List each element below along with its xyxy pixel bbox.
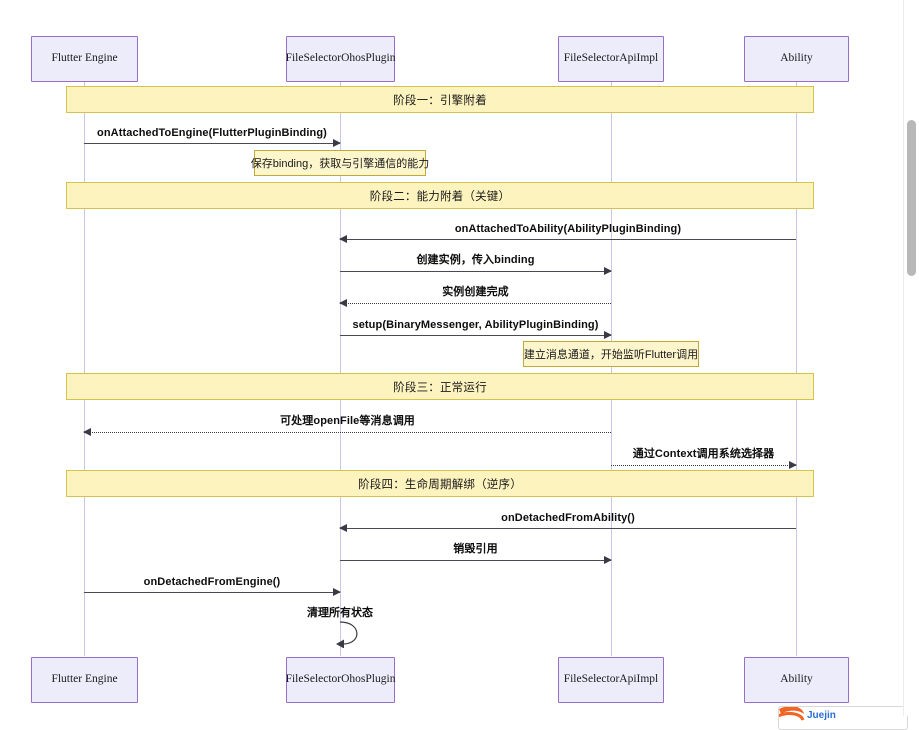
message-line <box>340 239 796 240</box>
note-n1: 保存binding，获取与引擎通信的能力 <box>250 150 430 176</box>
actor-label-engine: Flutter Engine <box>51 52 118 65</box>
lifeline-ability <box>796 82 797 656</box>
arrowhead-right-icon <box>333 587 341 596</box>
arrowhead-right-icon <box>604 330 612 339</box>
message-line <box>340 271 611 272</box>
actor-top-apiimpl[interactable]: FileSelectorApiImpl <box>558 36 664 82</box>
message-line <box>340 560 611 561</box>
message-line <box>84 592 340 593</box>
note-n2: 建立消息通道，开始监听Flutter调用 <box>523 341 699 367</box>
message-line <box>340 528 796 529</box>
message-line <box>84 432 611 433</box>
message-label: onDetachedFromEngine() <box>143 576 281 588</box>
arrowhead-left-icon <box>339 523 347 532</box>
lifeline-plugin <box>340 82 341 656</box>
actor-label-engine: Flutter Engine <box>51 673 118 686</box>
phase-label-4: 阶段四：生命周期解绑（逆序） <box>358 478 522 491</box>
lifeline-apiimpl <box>611 82 612 656</box>
actor-bottom-engine[interactable]: Flutter Engine <box>31 657 138 703</box>
actor-label-plugin: FileSelectorOhosPlugin <box>285 52 396 65</box>
message-label: onAttachedToEngine(FlutterPluginBinding) <box>97 127 327 139</box>
actor-top-plugin[interactable]: FileSelectorOhosPlugin <box>286 36 395 82</box>
self-message-s1[interactable]: 清理所有状态 <box>290 604 390 648</box>
watermark-logo-icon <box>779 707 805 721</box>
vertical-scrollbar-thumb[interactable] <box>907 120 916 276</box>
actor-label-ability: Ability <box>780 673 813 686</box>
message-line <box>340 303 611 304</box>
message-label: 实例创建完成 <box>442 286 509 298</box>
arrowhead-right-icon <box>604 555 612 564</box>
message-line <box>84 143 340 144</box>
phase-bar-1: 阶段一：引擎附着 <box>66 86 814 113</box>
message-label: onDetachedFromAbility() <box>501 512 635 524</box>
phase-label-1: 阶段一：引擎附着 <box>393 94 487 107</box>
phase-bar-2: 阶段二：能力附着（关键） <box>66 182 814 209</box>
message-line <box>340 335 611 336</box>
arrowhead-left-icon <box>339 234 347 243</box>
arrowhead-left-icon <box>339 298 347 307</box>
actor-bottom-apiimpl[interactable]: FileSelectorApiImpl <box>558 657 664 703</box>
phase-bar-4: 阶段四：生命周期解绑（逆序） <box>66 470 814 497</box>
arrowhead-right-icon <box>333 138 341 147</box>
actor-label-apiimpl: FileSelectorApiImpl <box>563 673 659 686</box>
actor-label-apiimpl: FileSelectorApiImpl <box>563 52 659 65</box>
watermark-badge: Juejin <box>778 706 908 730</box>
actor-label-plugin: FileSelectorOhosPlugin <box>285 673 396 686</box>
actor-top-engine[interactable]: Flutter Engine <box>31 36 138 82</box>
arrowhead-left-icon <box>83 427 91 436</box>
arrowhead-right-icon <box>789 460 797 469</box>
message-label: 可处理openFile等消息调用 <box>280 415 415 427</box>
phase-label-2: 阶段二：能力附着（关键） <box>369 190 511 203</box>
phase-bar-3: 阶段三：正常运行 <box>66 373 814 400</box>
vertical-scrollbar-track[interactable] <box>903 0 919 716</box>
phase-label-3: 阶段三：正常运行 <box>393 381 487 394</box>
message-label: setup(BinaryMessenger, AbilityPluginBind… <box>352 319 599 331</box>
message-label: 通过Context调用系统选择器 <box>632 448 775 460</box>
note-label: 保存binding，获取与引擎通信的能力 <box>250 158 430 170</box>
self-message-label: 清理所有状态 <box>307 607 373 619</box>
self-loop-icon <box>336 621 358 648</box>
lifeline-engine <box>84 82 85 656</box>
actor-label-ability: Ability <box>780 52 813 65</box>
actor-bottom-ability[interactable]: Ability <box>744 657 849 703</box>
actor-top-ability[interactable]: Ability <box>744 36 849 82</box>
note-label: 建立消息通道，开始监听Flutter调用 <box>523 349 699 361</box>
actor-bottom-plugin[interactable]: FileSelectorOhosPlugin <box>286 657 395 703</box>
message-label: 创建实例，传入binding <box>416 254 535 266</box>
message-label: 销毁引用 <box>453 543 498 555</box>
arrowhead-right-icon <box>604 266 612 275</box>
message-line <box>611 465 796 466</box>
message-label: onAttachedToAbility(AbilityPluginBinding… <box>454 223 682 235</box>
